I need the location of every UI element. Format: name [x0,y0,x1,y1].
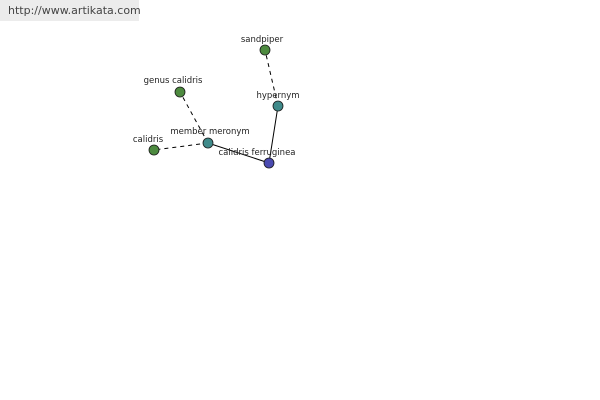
node-genus-calidris[interactable] [174,86,186,98]
node-label-sandpiper[interactable]: sandpiper [241,35,284,45]
graph-nodes [148,44,284,169]
graph-labels: sandpiper genus calidris hypernym calidris m… [133,35,300,158]
node-calidris-ferruginea[interactable] [263,157,275,169]
node-label-calidris[interactable]: calidris [133,135,164,145]
node-calidris[interactable] [148,144,160,156]
edge-calidris-ferruginea-to-member-meronym [207,142,270,164]
node-label-member-meronym[interactable]: member meronym [170,127,249,137]
edge-member-meronym-to-calidris [153,142,209,151]
node-label-hypernym[interactable]: hypernym [256,91,299,101]
edge-hypernym-to-sandpiper [264,49,279,107]
edge-member-meronym-to-genus-calidris [179,91,209,144]
node-hypernym[interactable] [272,100,284,112]
node-member-meronym[interactable] [202,137,214,149]
node-label-calidris-ferruginea[interactable]: calidris ferruginea [218,148,295,158]
edge-calidris-ferruginea-to-hypernym [268,105,279,164]
artikata-url-watermark[interactable]: http://www.artikata.com [0,0,141,21]
node-sandpiper[interactable] [259,44,271,56]
graph-edges [153,49,279,164]
node-label-genus-calidris[interactable]: genus calidris [144,76,203,86]
